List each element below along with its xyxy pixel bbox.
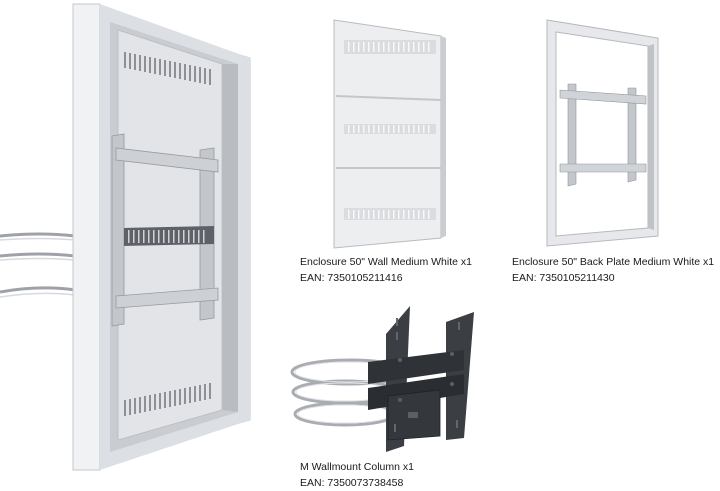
vent-slots-bottom — [124, 383, 211, 416]
product-caption-back-plate: Enclosure 50" Back Plate Medium White x1… — [512, 254, 714, 286]
product-ean: EAN: 7350073738458 — [300, 477, 404, 489]
wallmount-column-image — [290, 306, 474, 452]
assembled-enclosure-image — [0, 3, 251, 471]
product-name: Enclosure 50" Back Plate Medium White x1 — [512, 256, 715, 268]
wall-panel-image — [333, 19, 446, 249]
pole-clamp-left — [0, 232, 76, 294]
vent-slots-top — [124, 52, 211, 85]
product-caption-wallmount-column: M Wallmount Column x1 EAN: 7350073738458 — [300, 459, 414, 491]
vesa-bracket — [111, 133, 219, 327]
product-ean: EAN: 7350105211430 — [512, 272, 615, 284]
product-ean: EAN: 7350105211416 — [300, 272, 403, 284]
back-plate-image — [546, 19, 659, 247]
product-caption-wall-panel: Enclosure 50" Wall Medium White x1 EAN: … — [300, 254, 472, 286]
product-name: Enclosure 50" Wall Medium White x1 — [300, 256, 472, 268]
product-name: M Wallmount Column x1 — [300, 461, 414, 473]
